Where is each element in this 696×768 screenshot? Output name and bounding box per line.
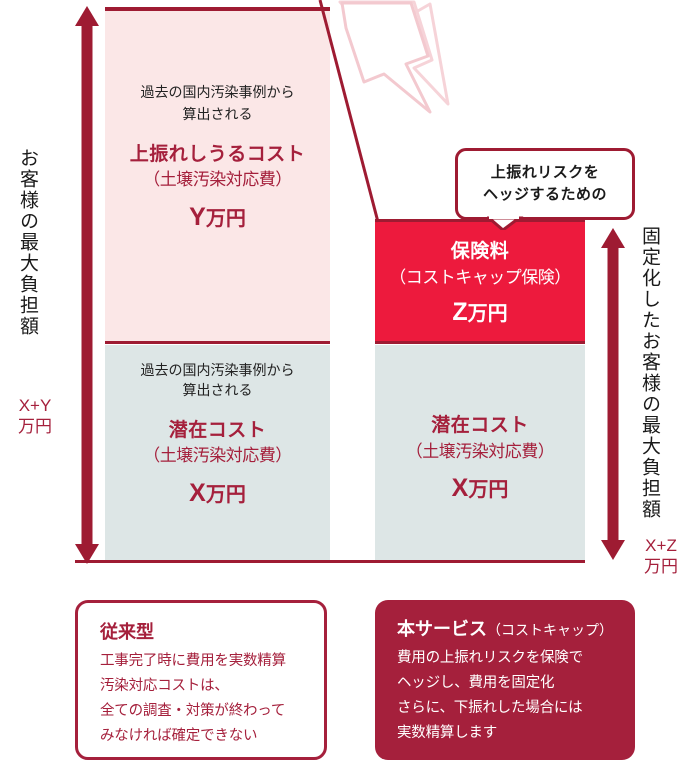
upside-cost-block [105,7,330,341]
left-axis-amount-value: X+Y [18,396,52,415]
latent-cost-right-block [375,345,585,562]
legacy-box-line: 全ての調査・対策が終わって [100,702,286,719]
insurance-premium-block [375,222,585,341]
left-axis-amount: X+Y 万円 [8,395,62,438]
service-type-box: 本サービス（コストキャップ） 費用の上振れリスクを保険で ヘッジし、費用を固定化… [375,600,635,760]
latent-cost-left-block [105,345,330,562]
latent-right-highlight: 潜在コスト [431,415,529,436]
left-measurement-arrow-icon [75,6,99,564]
premium-paren: （コストキャップ保険） [389,267,571,287]
legacy-type-box: 従来型 工事完了時に費用を実数精算 汚染対応コストは、 全ての調査・対策が終わっ… [75,600,327,760]
callout-tail-icon [487,216,524,230]
latent-cost-left-text: 過去の国内汚染事例から 算出される 潜在コスト （土壌汚染対応費） X万円 [105,360,330,511]
downward-bent-arrow-icon [338,0,450,114]
upside-sub-line-1: 過去の国内汚染事例から [140,84,295,100]
upside-paren: （土壌汚染対応費） [143,170,292,190]
upside-sub-line-2: 算出される [182,106,253,123]
left-axis-amount-unit: 万円 [18,417,52,437]
legacy-box-line: みなければ確定できない [100,727,258,744]
insurance-premium-text: 保険料 （コストキャップ保険） Z万円 [375,238,585,330]
upside-highlight: 上振れしうるコスト [129,143,306,165]
service-box-line: 費用の上振れリスクを保険で [397,650,583,666]
service-box-line: ヘッジし、費用を固定化 [397,674,555,691]
premium-highlight: 保険料 [450,241,510,262]
latent-cost-right-text: 潜在コスト （土壌汚染対応費） X万円 [375,412,585,506]
latent-left-paren: （土壌汚染対応費） [143,446,292,466]
hedge-callout-bubble: 上振れリスクを ヘッジするための [455,148,635,220]
divider-line-left [105,341,330,344]
service-box-title: 本サービス（コストキャップ） [397,619,613,639]
service-box-line: さらに、下振れした場合には [397,699,583,716]
right-measurement-arrow-icon [601,228,625,560]
latent-right-amount: X万円 [451,474,509,503]
service-box-line: 実数精算します [397,724,498,741]
upside-amount: Y万円 [189,202,246,231]
upside-cost-text: 過去の国内汚染事例から 算出される 上振れしうるコスト （土壌汚染対応費） Y万… [105,82,330,235]
latent-left-sub-line-1: 過去の国内汚染事例から [140,362,295,378]
right-axis-amount-unit: 万円 [644,557,678,577]
latent-right-paren: （土壌汚染対応費） [405,441,555,461]
latent-left-highlight: 潜在コスト [168,419,267,441]
legacy-box-line: 工事完了時に費用を実数精算 [100,653,286,669]
premium-amount: Z万円 [452,298,508,327]
callout-line-2: ヘッジするための [482,186,607,203]
premium-top-rule [375,219,585,222]
left-axis-label: お客様の最大負担額 [17,148,38,337]
right-axis-amount: X+Z 万円 [634,535,688,578]
legacy-box-line: 汚染対応コストは、 [100,677,229,694]
diagonal-connector-line [318,0,380,223]
callout-line-1: 上振れリスクを [490,163,600,181]
latent-left-sub-line-2: 算出される [182,382,253,399]
divider-line-right [375,341,585,344]
legacy-box-title: 従来型 [100,622,154,642]
right-axis-label: 固定化したお客様の最大負担額 [639,226,660,520]
latent-left-amount: X万円 [189,478,246,507]
baseline-rule [75,560,585,563]
right-axis-amount-value: X+Z [645,536,677,555]
